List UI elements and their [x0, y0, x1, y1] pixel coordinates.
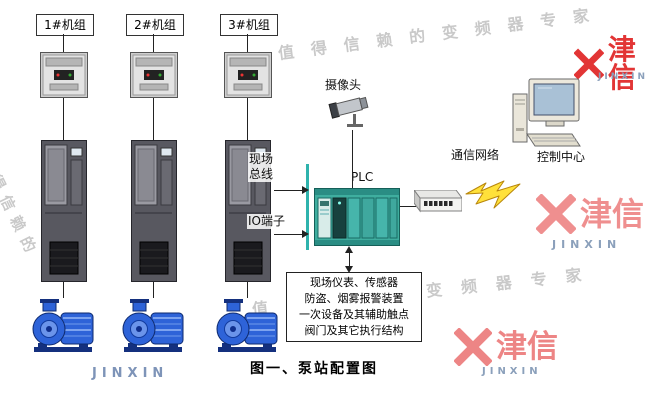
connector-line	[63, 282, 64, 298]
camera-icon	[328, 96, 369, 127]
vfd-cabinet-icon	[131, 140, 177, 282]
network-switch-icon	[414, 190, 462, 213]
control-center-label: 控制中心	[536, 150, 587, 165]
jinxin-logo-mid-right: 津信	[536, 194, 644, 234]
jinxin-brand-text: 津信	[496, 328, 558, 365]
circuit-breaker-icon	[224, 52, 272, 98]
camera-plc-line	[352, 130, 353, 188]
jinxin-logo-top-right: 津信	[574, 36, 660, 92]
connector-line	[63, 98, 64, 140]
plc-icon	[314, 188, 400, 246]
watermark-slogan-top: 值得信赖的变频器专家	[277, 3, 607, 63]
plc-label: PLC	[350, 170, 375, 185]
connector-line	[153, 282, 154, 298]
fieldbus-trunk-line	[306, 164, 309, 250]
plc-switch-line	[400, 206, 416, 207]
field-bus-label-line1: 现场	[249, 152, 274, 166]
connector-line	[63, 34, 64, 52]
jinxin-brand-text: 津信	[607, 33, 636, 94]
jinxin-x-icon	[454, 328, 492, 366]
lightning-icon	[465, 180, 521, 209]
field-devices-line: 现场仪表、传感器	[310, 276, 398, 289]
jinxin-x-icon	[536, 194, 576, 234]
connector-line	[247, 34, 248, 52]
vfd-cabinet-icon	[41, 140, 87, 282]
jinxin-en-top-right: JINXIN	[598, 72, 649, 82]
field-devices-line: 一次设备及其辅助触点	[299, 308, 409, 321]
io-terminal-label: IO端子	[247, 214, 286, 229]
connector-line	[153, 98, 154, 140]
arrow-up-icon	[345, 246, 353, 253]
camera-label: 摄像头	[324, 78, 363, 93]
jinxin-en-bottom-left: JINXIN	[92, 366, 169, 381]
network-label: 通信网络	[450, 148, 501, 163]
io-terminal-line	[274, 234, 302, 235]
unit-3-label: 3#机组	[220, 14, 278, 36]
circuit-breaker-icon	[40, 52, 88, 98]
arrow-right-icon	[302, 186, 309, 194]
arrow-right-icon	[302, 230, 309, 238]
computer-icon	[512, 78, 581, 147]
field-bus-label-line2: 总线	[249, 167, 274, 181]
arrow-down-icon	[345, 266, 353, 273]
circuit-breaker-icon	[130, 52, 178, 98]
field-devices-line: 防盗、烟雾报警装置	[304, 292, 404, 305]
unit-2-label: 2#机组	[126, 14, 184, 36]
jinxin-logo-bottom-right: 津信	[454, 328, 558, 366]
pump-icon	[216, 299, 278, 352]
connector-line	[247, 282, 248, 298]
connector-line	[153, 34, 154, 52]
unit-1-label: 1#机组	[36, 14, 94, 36]
jinxin-brand-text: 津信	[580, 195, 645, 233]
jinxin-en-bottom-right: JINXIN	[482, 366, 542, 377]
figure-caption: 图一、泵站配置图	[250, 361, 378, 377]
field-bus-label: 现场 总线	[248, 152, 275, 182]
field-bus-line	[274, 190, 302, 191]
field-devices-line: 阀门及其它执行结构	[304, 324, 404, 337]
connector-line	[247, 98, 248, 140]
jinxin-en-mid-right: JINXIN	[552, 238, 622, 251]
field-devices-box: 现场仪表、传感器 防盗、烟雾报警装置 一次设备及其辅助触点 阀门及其它执行结构	[286, 272, 422, 342]
pump-icon	[122, 299, 184, 352]
jinxin-x-icon	[574, 48, 604, 80]
plc-fielddevices-line	[349, 250, 350, 268]
pump-icon	[32, 299, 94, 352]
watermark-slogan-left: 值得信赖的	[0, 150, 43, 263]
